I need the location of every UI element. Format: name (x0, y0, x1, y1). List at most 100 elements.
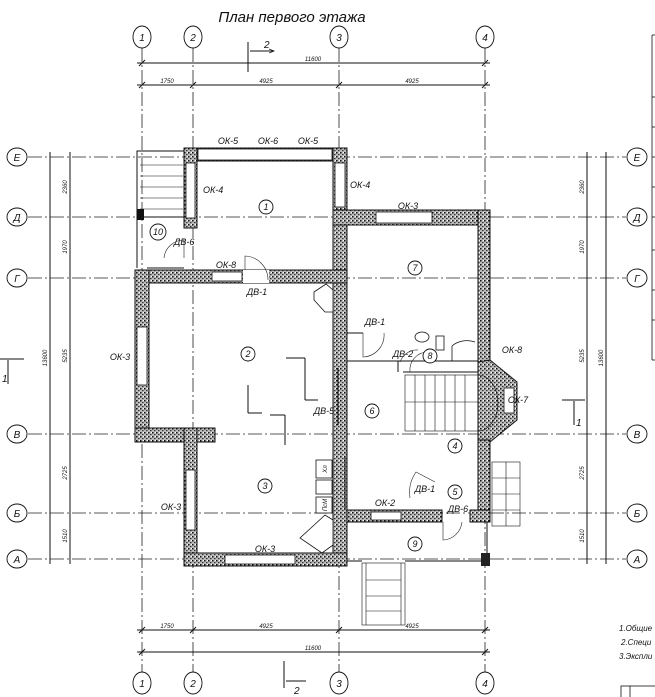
dim-right-seg: 2725 (580, 466, 586, 481)
room-number: 5 (452, 487, 458, 497)
dim-bottom-seg: 4925 (259, 624, 273, 630)
walls (134, 147, 518, 567)
element-labels: ОК-5 ОК-6 ОК-5 ОК-4 ОК-4 ОК-3 ДВ-6 ОК-8 … (110, 136, 529, 554)
room-number: 7 (412, 263, 418, 273)
dim-top-seg: 1750 (160, 79, 174, 85)
axis-label: В (14, 430, 21, 441)
axis-label: 1 (139, 679, 145, 690)
note-line: 3.Экспли (619, 652, 653, 661)
room-markers: 1 2 3 4 5 6 7 8 9 10 (149, 199, 463, 552)
dim-bottom-seg: 1750 (160, 624, 174, 630)
axis-label: 3 (336, 679, 342, 690)
door-label: ДВ-1 (246, 287, 267, 297)
dim-left-seg: 1970 (63, 240, 69, 254)
room-number: 6 (369, 406, 374, 416)
axis-label: А (13, 555, 21, 566)
dim-left-seg: 1510 (63, 529, 69, 543)
door-label: ДВ-5 (313, 406, 335, 416)
room-number: 4 (452, 441, 457, 451)
dim-left-total: 13600 (43, 349, 49, 366)
stairs (361, 374, 521, 626)
section-mark-left: 1 (2, 374, 8, 385)
room-number: 9 (412, 539, 417, 549)
axis-markers-left: Е Д Г В Б А (6, 147, 28, 569)
axis-label: В (634, 430, 641, 441)
door-label: ДВ-6 (173, 237, 194, 247)
dim-right-seg: 1510 (580, 529, 586, 543)
section-mark-top: 2 (263, 40, 270, 51)
axis-label: Б (634, 509, 641, 520)
shower-icon (451, 340, 476, 361)
section-mark-bottom: 2 (293, 686, 300, 697)
plan-title: План первого этажа (218, 9, 365, 26)
room-number: 1 (263, 202, 268, 212)
corner-stove-icon (299, 514, 334, 554)
axis-markers-bottom: 1 2 3 4 (132, 671, 495, 695)
axis-label: Е (634, 153, 641, 164)
dishwasher-label: ПсМ (323, 499, 329, 511)
door-label: ДВ-6 (447, 504, 468, 514)
door-label: ДВ-1 (364, 317, 385, 327)
window-label: ОК-3 (110, 352, 130, 362)
dim-top-seg: 4925 (405, 79, 419, 85)
dim-right-seg: 1970 (580, 240, 586, 254)
dim-left-seg: 5235 (63, 349, 69, 363)
washbasin-icon (414, 331, 430, 343)
dim-right-seg: 2360 (580, 180, 586, 195)
doors (163, 239, 463, 541)
axis-label: Д (632, 213, 640, 224)
room-number: 2 (244, 349, 250, 359)
axis-label: А (633, 555, 641, 566)
dim-top-seg: 4925 (259, 79, 273, 85)
axis-markers-top: 1 2 3 4 (132, 25, 495, 49)
window-label: ОК-3 (161, 502, 181, 512)
room-number: 8 (427, 351, 432, 361)
door-label: ДВ-1 (414, 484, 435, 494)
dim-right-total: 13600 (599, 349, 605, 366)
fixtures (299, 283, 476, 554)
window-label: ОК-5 (298, 136, 319, 146)
window-label: ОК-3 (255, 544, 275, 554)
room-number: 3 (262, 481, 267, 491)
axis-label: Е (14, 153, 21, 164)
window-label: ОК-7 (508, 395, 529, 405)
sink-cabinet-icon (315, 496, 333, 514)
section-mark-right: 1 (576, 418, 582, 429)
window-label: ОК-5 (218, 136, 239, 146)
axis-label: Г (14, 274, 21, 285)
fridge-label: Хл (323, 465, 329, 474)
stove-icon (315, 479, 333, 495)
window-label: ОК-6 (258, 136, 278, 146)
window-label: ОК-8 (216, 260, 236, 270)
axis-label: 3 (336, 33, 342, 44)
fridge-icon (315, 459, 333, 479)
window-label: ОК-8 (502, 345, 522, 355)
axis-label: 4 (482, 33, 488, 44)
window-label: ОК-4 (350, 180, 370, 190)
window-label: ОК-2 (375, 498, 395, 508)
dim-top-total: 11600 (305, 57, 322, 63)
axis-label: 2 (189, 33, 196, 44)
dim-bottom-seg: 4925 (405, 624, 419, 630)
axis-label: Д (12, 213, 20, 224)
axis-label: 4 (482, 679, 488, 690)
window-label: ОК-4 (203, 185, 223, 195)
toilet-icon (435, 335, 445, 351)
dimension-lines (49, 59, 607, 656)
room-number: 10 (153, 227, 163, 237)
note-line: 1.Общие (619, 624, 653, 633)
axis-label: Б (14, 509, 21, 520)
window-label: ОК-3 (398, 201, 418, 211)
title-table-fragment (620, 34, 655, 697)
dim-bottom-total: 11600 (305, 646, 322, 652)
axis-markers-right: Е Д Г В Б А (626, 147, 648, 569)
dim-left-seg: 2725 (63, 466, 69, 481)
section-marks: 2 2 1 1 (0, 40, 585, 697)
axis-label: Г (634, 274, 641, 285)
dim-left-seg: 2360 (63, 180, 69, 195)
axis-label: 1 (139, 33, 145, 44)
dim-right-seg: 5235 (580, 349, 586, 363)
fireplace-icon (313, 283, 334, 313)
